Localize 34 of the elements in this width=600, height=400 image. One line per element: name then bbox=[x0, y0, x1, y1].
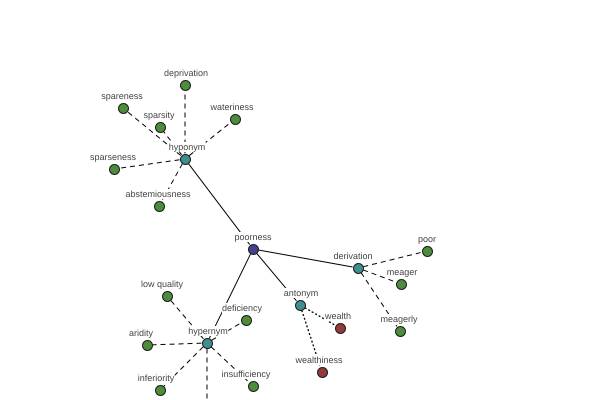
connector-line bbox=[162, 130, 182, 156]
connector-line bbox=[362, 252, 422, 268]
connector-line bbox=[170, 300, 204, 340]
node-label: meagerly bbox=[380, 314, 418, 324]
node-label: low quality bbox=[140, 278, 184, 288]
node-label: wealthiness bbox=[295, 354, 343, 364]
connector-line bbox=[161, 163, 183, 202]
node-label: sparsity bbox=[144, 110, 174, 120]
connector-line bbox=[210, 346, 250, 383]
connector-line bbox=[126, 111, 182, 156]
connector-line bbox=[118, 159, 180, 169]
node-label: deficiency bbox=[222, 302, 262, 312]
node-label: hyponym bbox=[168, 142, 206, 152]
connector-line bbox=[301, 310, 321, 367]
node-label: insufficiency bbox=[222, 368, 270, 378]
node-label: wealth bbox=[325, 310, 351, 320]
node-label: poorness bbox=[234, 232, 272, 242]
node-label: inferiority bbox=[138, 372, 174, 382]
node-label: hypernym bbox=[188, 326, 228, 336]
node-label: wateriness bbox=[210, 102, 254, 112]
connector-line bbox=[304, 307, 336, 326]
connector-line bbox=[362, 269, 396, 283]
node-label: derivation bbox=[333, 250, 373, 260]
connector-line bbox=[258, 249, 354, 268]
connector-line bbox=[188, 122, 232, 156]
connector-line bbox=[163, 346, 204, 387]
node-label: deprivation bbox=[164, 68, 208, 78]
node-label: abstemiousness bbox=[125, 188, 191, 198]
node-label: antonym bbox=[284, 288, 318, 298]
node-label: aridity bbox=[129, 328, 153, 338]
connector-line bbox=[360, 272, 398, 327]
connector-line bbox=[188, 162, 250, 246]
connector-line bbox=[152, 342, 202, 346]
connector-line bbox=[206, 348, 208, 400]
